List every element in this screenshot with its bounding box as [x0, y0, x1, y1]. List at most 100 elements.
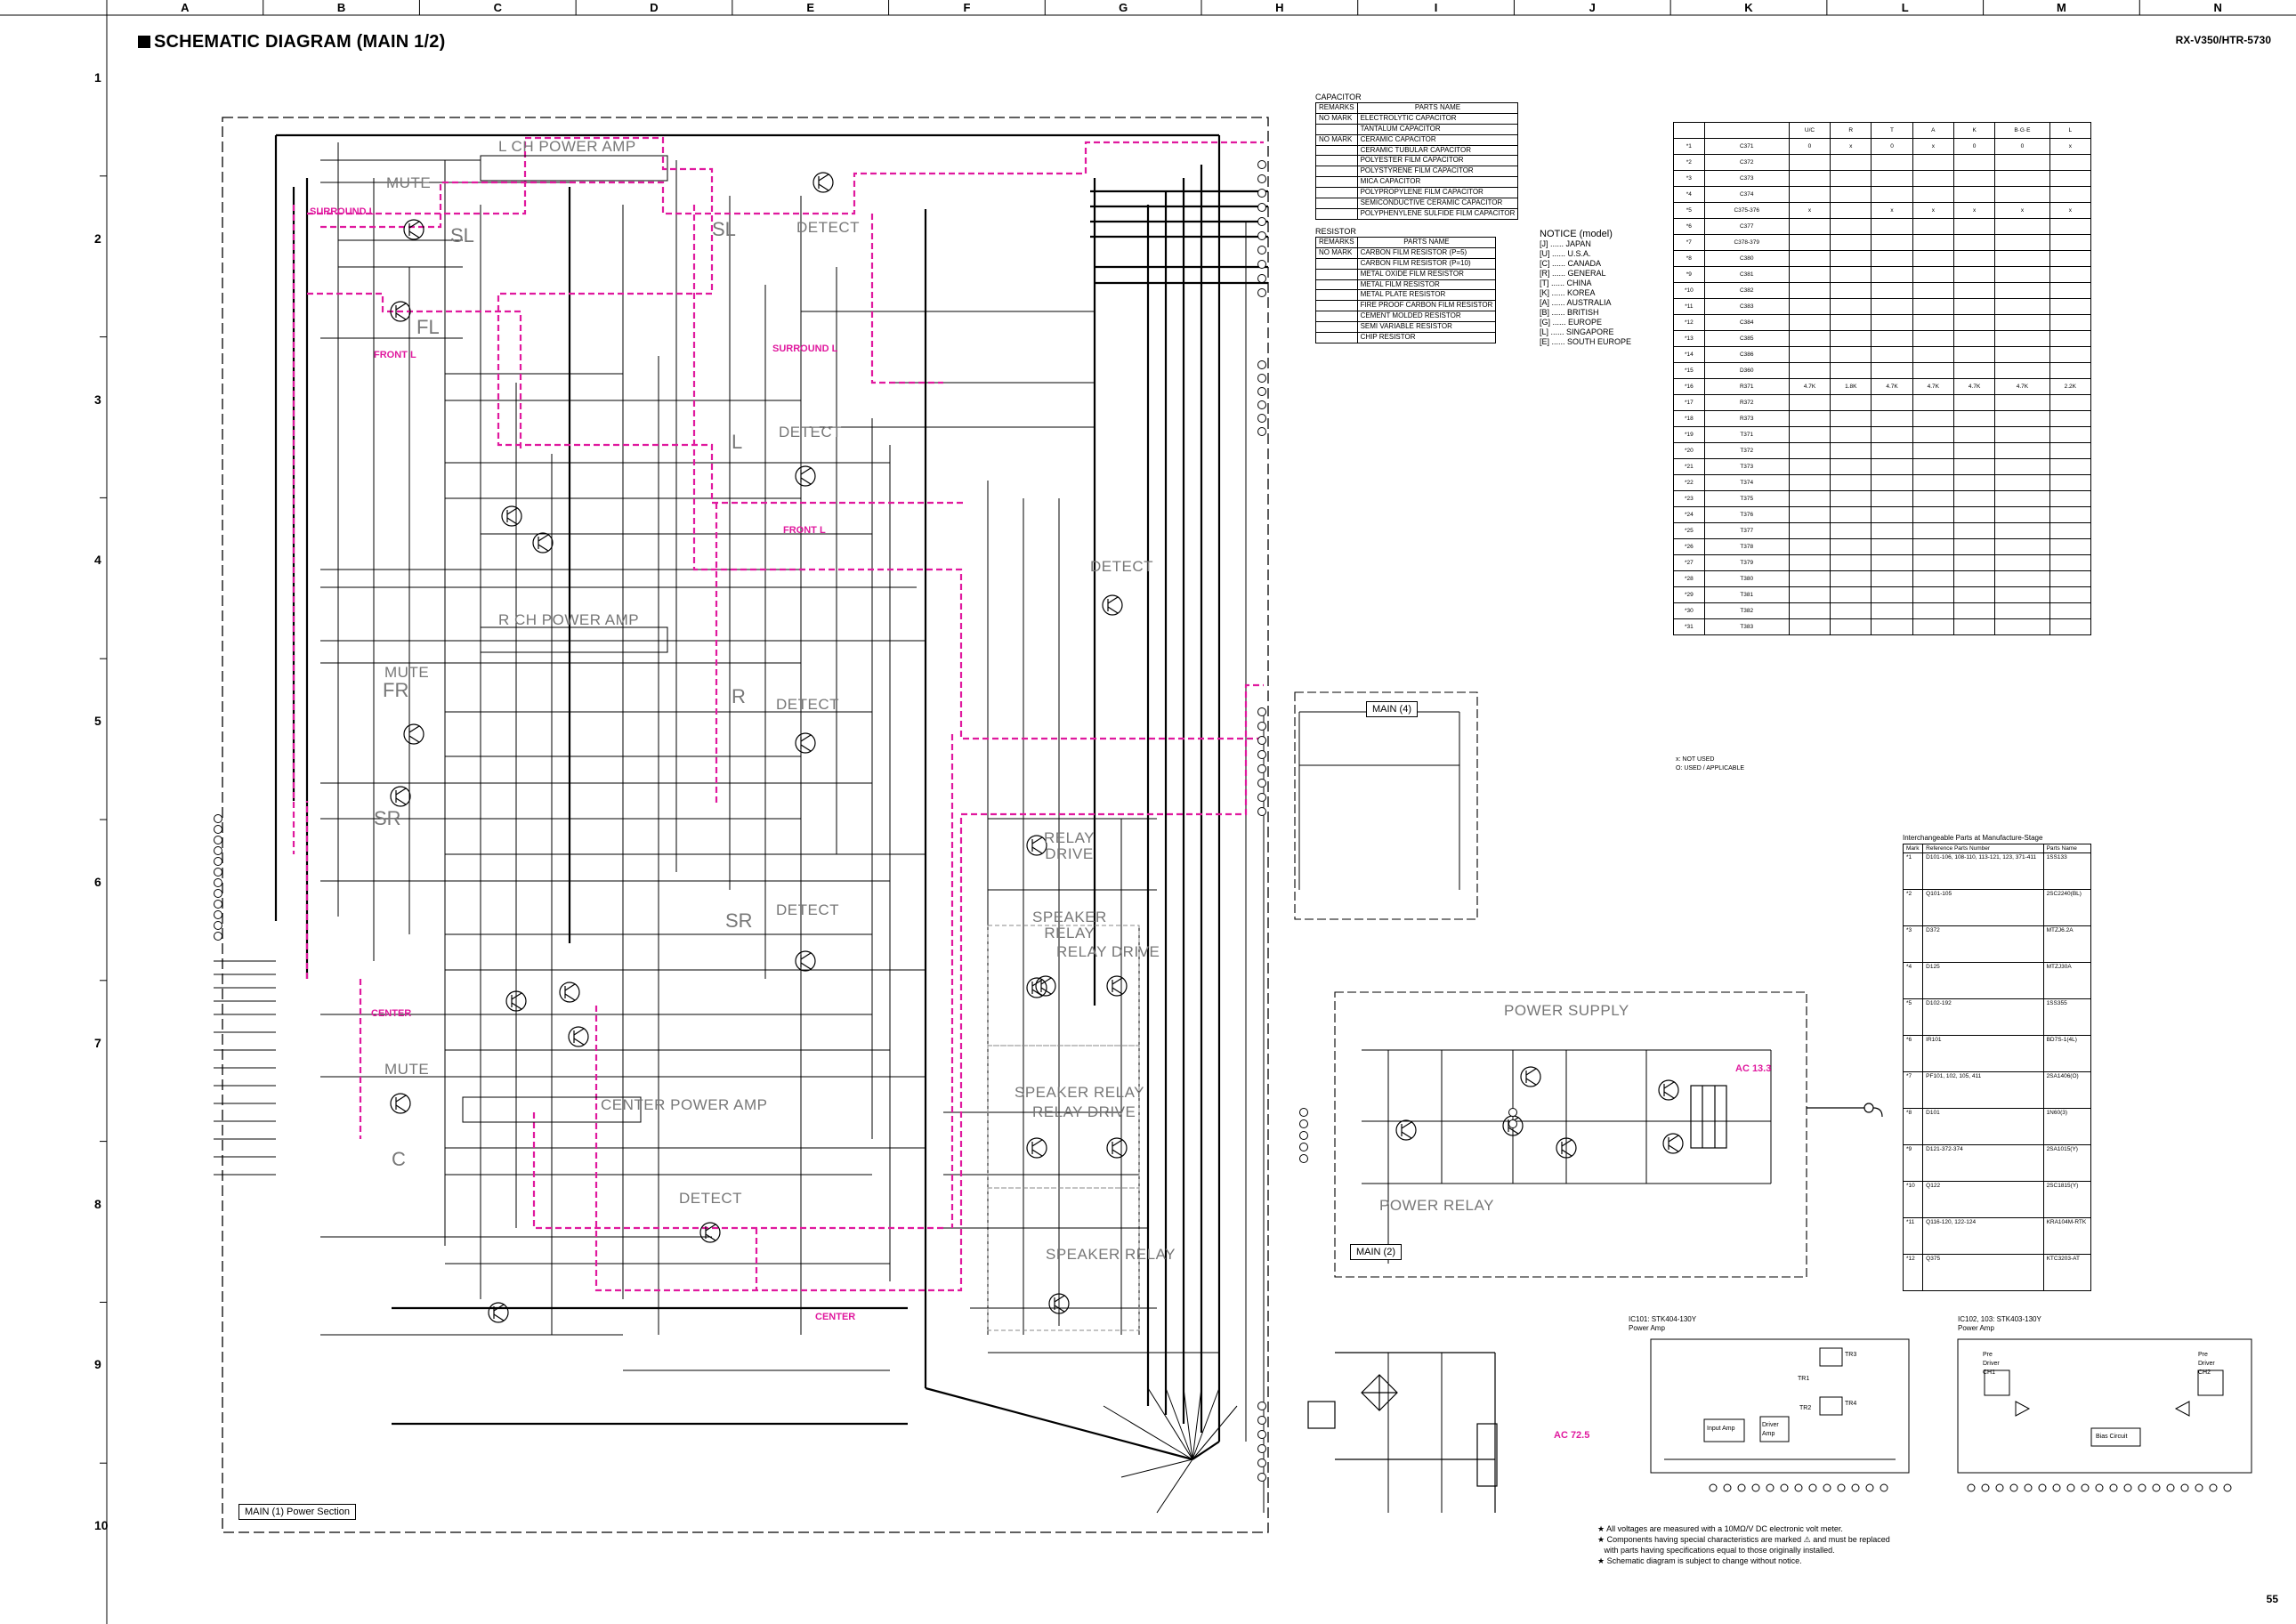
variation-cell: *16 — [1673, 378, 1705, 395]
relay-blocks — [987, 925, 1140, 1331]
variation-cell — [1952, 314, 1996, 331]
main2-section-frame — [1334, 991, 1807, 1278]
interchange-caption: Interchangeable Parts at Manufacture-Sta… — [1903, 834, 2043, 842]
variation-header-cell: K — [1952, 122, 1996, 139]
grid-row-7: 7 — [94, 1035, 101, 1050]
signal-front-l: FRONT L — [374, 350, 416, 360]
main1-label: MAIN (1) Power Section — [238, 1504, 356, 1520]
resistor-legend-heading: RESISTOR — [1315, 227, 1356, 236]
variation-cell — [1952, 410, 1996, 427]
variation-cell — [1830, 570, 1872, 587]
main4-label: MAIN (4) — [1366, 701, 1418, 717]
signal-front-l-2: FRONT L — [783, 525, 826, 536]
variation-cell — [1830, 474, 1872, 491]
center-power-amp-label: CENTER POWER AMP — [601, 1096, 768, 1113]
resistor-legend-remark — [1315, 311, 1358, 323]
variation-cell — [2049, 346, 2092, 363]
grid-column-m: M — [2056, 1, 2066, 14]
variation-cell — [2049, 186, 2092, 203]
grid-column-k: K — [1744, 1, 1753, 14]
variation-cell — [1788, 170, 1831, 187]
channel-r-label: R — [732, 685, 746, 707]
channel-sr-label: SR — [374, 807, 401, 829]
variation-cell: x — [1912, 202, 1954, 219]
variation-cell — [2049, 170, 2092, 187]
capacitor-legend-remark — [1315, 176, 1358, 189]
variation-cell: T373 — [1703, 458, 1790, 475]
resistor-legend-remark — [1315, 300, 1358, 312]
power-supply-label: POWER SUPPLY — [1504, 1002, 1629, 1019]
interchange-cell: MTZJ6.2A — [2042, 925, 2092, 963]
capacitor-legend-part-name: POLYSTYRENE FILM CAPACITOR — [1356, 166, 1519, 178]
variation-cell — [1912, 234, 1954, 251]
variation-cell: x — [2049, 202, 2092, 219]
variation-cell — [1830, 458, 1872, 475]
variation-cell — [1912, 570, 1954, 587]
grid-row-4: 4 — [94, 553, 101, 568]
grid-column-i: I — [1434, 1, 1438, 14]
interchange-cell: *4 — [1902, 962, 1924, 999]
variation-cell: *14 — [1673, 346, 1705, 363]
variation-cell — [1830, 282, 1872, 299]
variation-cell — [1994, 506, 2050, 523]
variation-cell — [1994, 442, 2050, 459]
variation-cell — [1830, 362, 1872, 379]
resistor-legend-remark: NO MARK — [1315, 246, 1358, 259]
relay-drive-label-2: RELAY DRIVE — [1056, 943, 1160, 960]
variation-cell: 0 — [1952, 138, 1996, 155]
variation-cell — [1994, 170, 2050, 187]
speaker-relay-label-3: SPEAKER RELAY — [1046, 1246, 1176, 1263]
variation-cell — [1994, 426, 2050, 443]
variation-cell — [1994, 266, 2050, 283]
variation-cell — [1788, 426, 1831, 443]
variation-cell — [2049, 554, 2092, 571]
variation-cell — [1830, 586, 1872, 603]
signal-center: CENTER — [371, 1008, 412, 1019]
interchange-cell: 1SS355 — [2042, 998, 2092, 1036]
interchange-cell: Q101-105 — [1922, 889, 2044, 926]
variation-cell: x — [1871, 202, 1913, 219]
variation-cell: *28 — [1673, 570, 1705, 587]
variation-footnote-1: x: NOT USED — [1676, 756, 1715, 763]
interchange-cell: *9 — [1902, 1144, 1924, 1182]
variation-cell — [1830, 346, 1872, 363]
variation-cell: *6 — [1673, 218, 1705, 235]
variation-cell: *3 — [1673, 170, 1705, 187]
variation-cell — [2049, 458, 2092, 475]
variation-cell — [2049, 602, 2092, 619]
variation-cell — [1952, 394, 1996, 411]
speaker-relay-label-2: SPEAKER RELAY — [1015, 1084, 1145, 1101]
interchange-cell: MTZJ30A — [2042, 962, 2092, 999]
grid-column-h: H — [1275, 1, 1284, 14]
variation-cell — [1912, 618, 1954, 635]
variation-cell: T383 — [1703, 618, 1790, 635]
variation-cell — [1952, 442, 1996, 459]
variation-cell: *23 — [1673, 490, 1705, 507]
variation-cell — [1830, 154, 1872, 171]
variation-cell — [1871, 602, 1913, 619]
page-title: SCHEMATIC DIAGRAM (MAIN 1/2) — [138, 32, 445, 53]
variation-cell — [1788, 570, 1831, 587]
signal-paths — [292, 136, 1264, 1292]
notice-line: [T] ...... CHINA — [1540, 279, 1592, 287]
power-relay-label: POWER RELAY — [1379, 1197, 1494, 1214]
ic102-caption: IC102, 103: STK403-130Y Power Amp — [1958, 1315, 2041, 1333]
notice-line: [A] ...... AUSTRALIA — [1540, 298, 1612, 307]
variation-cell — [1830, 330, 1872, 347]
resistor-legend-row: FIRE PROOF CARBON FILM RESISTOR — [1315, 300, 1497, 312]
variation-cell — [1952, 474, 1996, 491]
interchange-header-cell: Parts Name — [2042, 844, 2092, 853]
variation-cell — [1830, 298, 1872, 315]
grid-column-d: D — [650, 1, 659, 14]
